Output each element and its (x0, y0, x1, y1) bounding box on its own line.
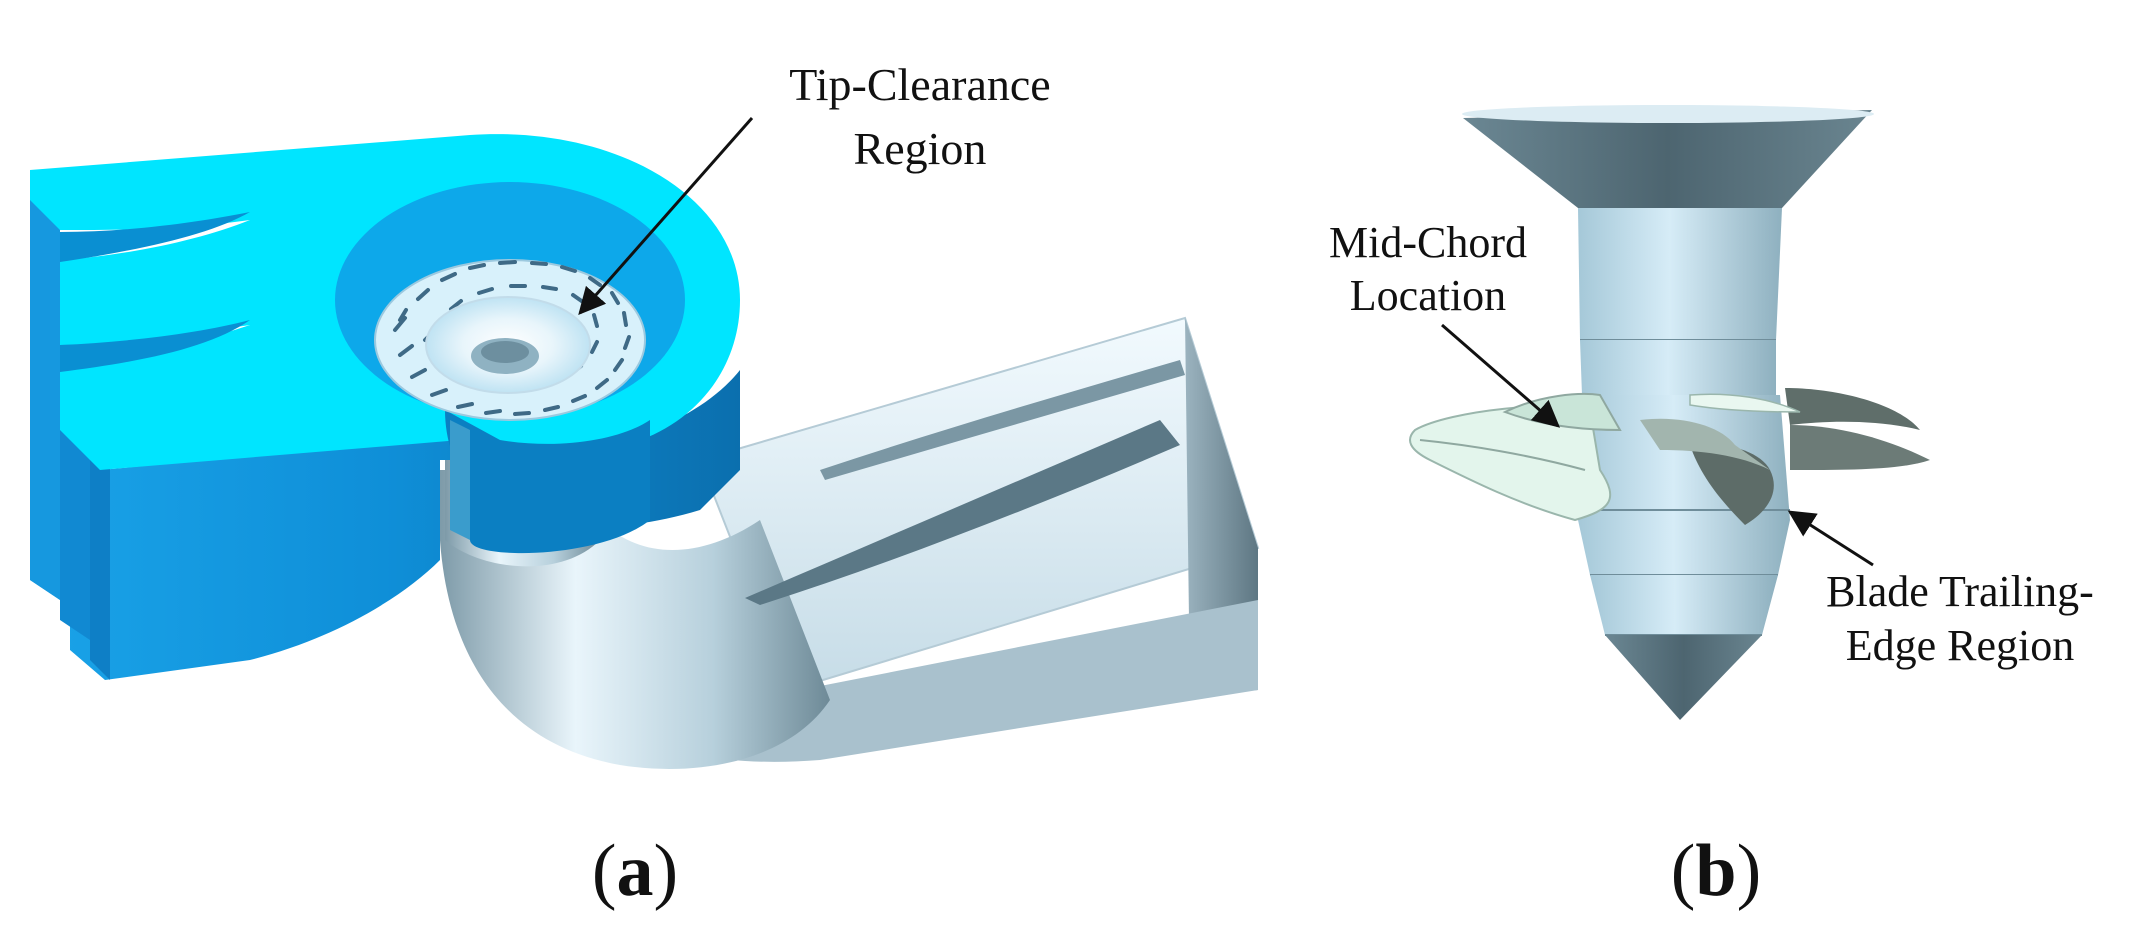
tip-clearance-arrow (578, 117, 754, 316)
runner-region (374, 259, 646, 421)
runner-tail-cone (1605, 635, 1762, 720)
mid-chord-arrow (1441, 323, 1561, 428)
panel-a-label-close: ) (654, 830, 679, 912)
runner-crown (1463, 110, 1872, 208)
runner-hub-upper (1578, 208, 1782, 340)
trailing-edge-annotation: Blade Trailing- Edge Region (1787, 510, 2094, 670)
panel-a-label: (a) (592, 830, 678, 912)
trailing-edge-label-line2: Edge Region (1846, 621, 2075, 670)
trailing-edge-arrow (1787, 510, 1874, 567)
blade-dark-back-1 (1785, 388, 1920, 430)
trailing-edge-label-line1: Blade Trailing- (1826, 567, 2094, 616)
panel-a-label-letter: a (617, 830, 654, 912)
panel-b-label-close: ) (1737, 830, 1762, 912)
blade-dark-back-2 (1790, 425, 1930, 470)
tip-clearance-annotation: Tip-Clearance Region (578, 59, 1051, 316)
panel-b: Mid-Chord Location Blade Trailing- Edge … (1329, 105, 2094, 912)
panel-b-label-letter: b (1695, 830, 1736, 912)
panel-a-label-open: ( (592, 830, 617, 912)
mid-chord-annotation: Mid-Chord Location (1329, 218, 1561, 428)
panel-a: Tip-Clearance Region (a) (30, 59, 1260, 912)
mid-chord-label-line2: Location (1350, 271, 1506, 320)
draft-tube (438, 316, 1260, 769)
panel-b-label: (b) (1671, 830, 1761, 912)
tip-clearance-label-line1: Tip-Clearance (789, 59, 1050, 110)
panel-b-label-open: ( (1671, 830, 1696, 912)
mid-chord-label-line1: Mid-Chord (1329, 218, 1527, 267)
tip-clearance-label-line2: Region (854, 123, 987, 174)
blade-dark-front (1690, 443, 1774, 525)
